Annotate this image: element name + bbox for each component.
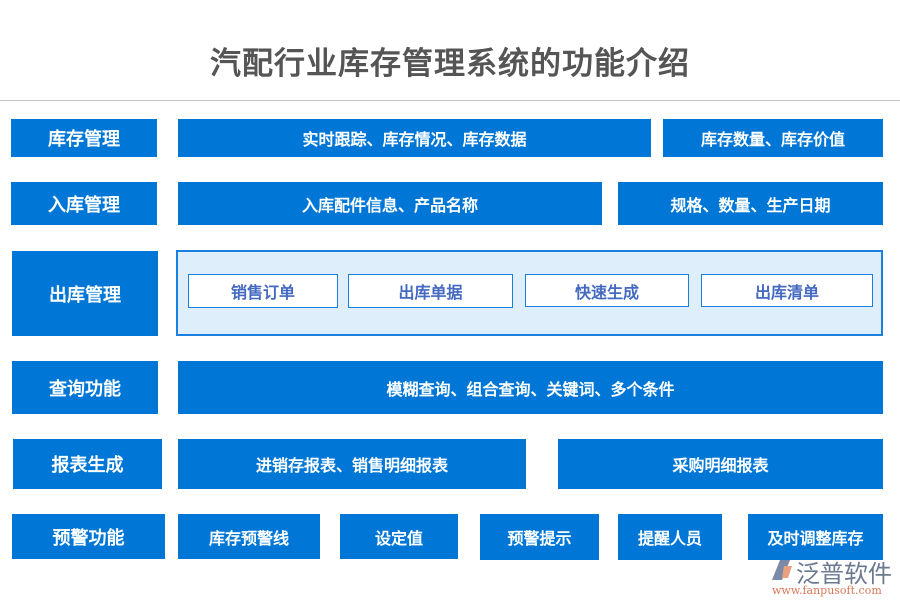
- brand-watermark: 泛普软件 www.fanpusoft.com: [770, 554, 900, 600]
- inbound-item-1: 入库配件信息、产品名称: [178, 182, 602, 225]
- row-label-query: 查询功能: [12, 361, 158, 414]
- warning-item-4: 提醒人员: [618, 514, 722, 560]
- outbound-panel: 销售订单 出库单据 快速生成 出库清单: [176, 250, 883, 336]
- query-item-1: 模糊查询、组合查询、关键词、多个条件: [178, 361, 883, 414]
- inventory-item-1: 实时跟踪、库存情况、库存数据: [178, 119, 651, 157]
- row-label-inbound: 入库管理: [11, 182, 157, 225]
- outbound-item-quick-generate: 快速生成: [525, 274, 689, 307]
- page-title: 汽配行业库存管理系统的功能介绍: [210, 46, 690, 82]
- row-label-inventory: 库存管理: [11, 119, 157, 157]
- report-item-1: 进销存报表、销售明细报表: [178, 439, 526, 489]
- outbound-item-outbound-doc: 出库单据: [348, 274, 513, 308]
- brand-logo-icon: [772, 560, 792, 580]
- title-divider: [0, 100, 900, 101]
- report-item-2: 采购明细报表: [558, 439, 883, 489]
- outbound-item-sales-order: 销售订单: [188, 274, 338, 308]
- outbound-item-outbound-list: 出库清单: [701, 274, 873, 307]
- warning-item-3: 预警提示: [480, 514, 599, 560]
- row-label-warning: 预警功能: [12, 514, 165, 559]
- brand-url: www.fanpusoft.com: [772, 584, 882, 597]
- inventory-item-2: 库存数量、库存价值: [663, 119, 883, 157]
- brand-name: 泛普软件: [796, 560, 892, 588]
- inbound-item-2: 规格、数量、生产日期: [618, 182, 883, 225]
- warning-item-5: 及时调整库存: [748, 514, 883, 560]
- warning-item-2: 设定值: [340, 514, 458, 559]
- row-label-report: 报表生成: [13, 439, 162, 489]
- warning-item-1: 库存预警线: [178, 514, 320, 559]
- row-label-outbound: 出库管理: [12, 251, 158, 336]
